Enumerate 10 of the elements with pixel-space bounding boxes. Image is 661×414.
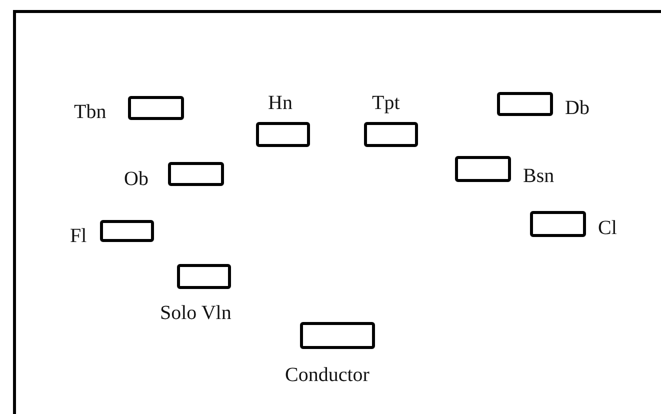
instrument-label: Tpt — [372, 92, 400, 114]
instrument-label: Cl — [598, 217, 617, 239]
instrument-label: Db — [565, 97, 590, 119]
instrument-label: Fl — [70, 225, 87, 247]
instrument-label: Hn — [268, 92, 292, 114]
instrument-label: Ob — [124, 168, 148, 190]
instrument-label: Conductor — [285, 364, 370, 386]
instrument-label: Tbn — [74, 101, 106, 123]
instrument-label: Solo Vln — [160, 302, 232, 324]
instrument-label: Bsn — [523, 165, 554, 187]
